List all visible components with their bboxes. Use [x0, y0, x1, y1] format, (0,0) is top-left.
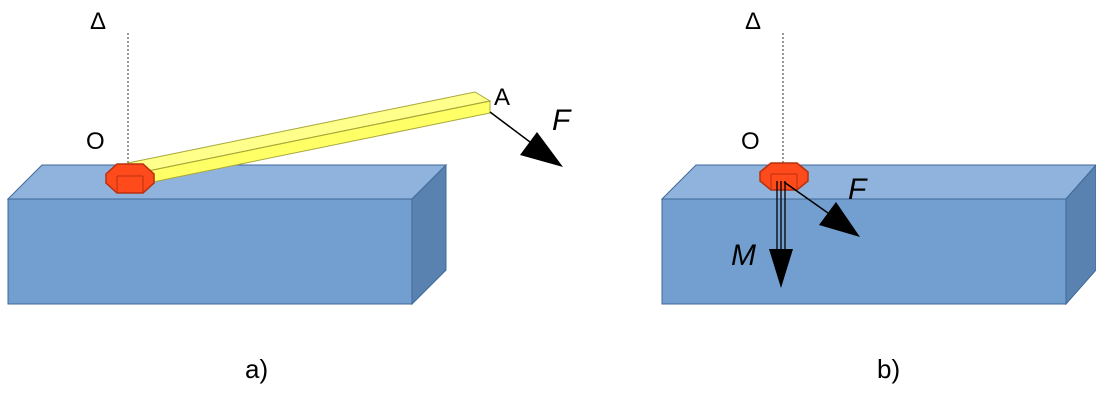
point-a-label: A	[494, 84, 510, 111]
nut-a-side	[105, 163, 155, 194]
force-label-a: F	[552, 104, 572, 137]
moment-arrow-head	[769, 249, 793, 288]
block-a	[6, 163, 448, 306]
moment-label: M	[731, 239, 756, 272]
nut-a	[105, 163, 155, 194]
axis-label-a: Δ	[90, 8, 106, 35]
lever-bar-top	[126, 91, 492, 173]
block-a-top	[6, 164, 448, 200]
nut-b	[759, 162, 809, 191]
origin-label-a: O	[86, 128, 105, 155]
force-arrow-a	[489, 111, 563, 167]
force-arrow-a-head	[520, 132, 563, 167]
panel-b: Δ O F M b)	[660, 8, 1096, 384]
force-arrow-a-shaft	[489, 111, 531, 143]
axis-label-b: Δ	[745, 8, 761, 35]
force-arrow-b-shaft	[783, 181, 829, 214]
block-b-top	[660, 164, 1096, 200]
nut-b-side	[759, 162, 809, 191]
force-arrow-b	[783, 181, 860, 237]
block-b	[660, 164, 1096, 306]
lever-bar-edge	[142, 100, 491, 173]
force-label-b: F	[848, 173, 868, 206]
force-arrow-b-head	[819, 202, 860, 237]
origin-label-b: O	[741, 128, 760, 155]
moment-arrow	[769, 181, 793, 288]
caption-b: b)	[877, 354, 900, 384]
block-a-front	[7, 198, 413, 305]
panel-a: Δ O A F a)	[6, 8, 572, 384]
block-b-front	[661, 198, 1067, 305]
caption-a: a)	[245, 354, 268, 384]
